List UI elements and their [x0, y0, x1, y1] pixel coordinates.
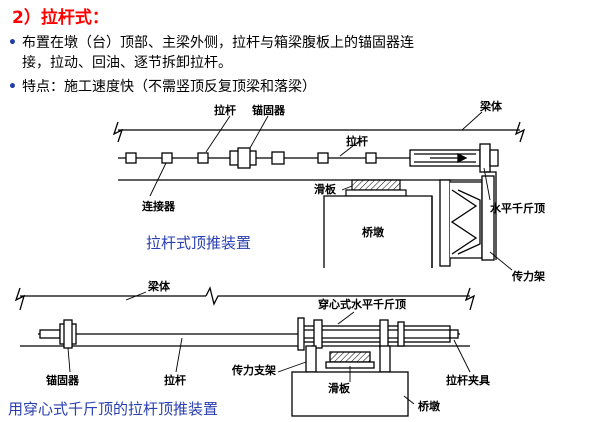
diagram1-pier: [323, 195, 433, 268]
label-force-support: 传力支架: [231, 363, 276, 377]
bullet-2: •特点：施工速度快（不需竖顶反复顶梁和落梁）: [8, 79, 316, 95]
bullet-1: •布置在墩（台）顶部、主梁外侧，拉杆与箱梁腹板上的锚固器连: [8, 35, 414, 51]
diagram1-slide-plate: [345, 179, 407, 197]
label-tie-rod-2: 拉杆: [164, 373, 186, 387]
diagram1-force-frame: [439, 171, 497, 267]
label-connector: 连接器: [142, 199, 176, 213]
diagram2-leaders: [67, 291, 471, 405]
label-pier-1: 桥墩: [362, 225, 385, 239]
diagram1-leaders: [149, 111, 513, 271]
label-horizontal-jack: 水平千斤顶: [490, 201, 545, 215]
label-anchor-top: 锚固器: [252, 103, 286, 117]
label-slide-plate-2: 滑板: [328, 381, 351, 395]
label-pier-2: 桥墩: [418, 399, 441, 413]
caption-diagram2: 用穿心式千斤顶的拉杆顶推装置: [8, 400, 219, 418]
section-title: 2）拉杆式：: [12, 8, 109, 28]
diagram1-tie-rod: [118, 147, 420, 169]
label-beam-body-1: 梁体: [479, 99, 503, 113]
label-tie-rod-top: 拉杆: [214, 103, 236, 117]
diagram2-jack: [297, 317, 459, 351]
diagram1-beam: [112, 121, 526, 181]
label-force-frame: 传力架: [511, 269, 545, 283]
label-beam-body-2: 梁体: [147, 279, 171, 293]
label-center-hole-jack: 穿心式水平千斤顶: [318, 297, 406, 311]
caption-diagram1: 拉杆式顶推装置: [146, 234, 252, 252]
label-tie-rod-mid: 拉杆: [346, 134, 368, 148]
bullet-dot-icon: •: [8, 35, 17, 51]
label-anchor-2: 锚固器: [46, 373, 80, 387]
bullet-dot-icon: •: [8, 79, 17, 95]
bullet-1-cont: 接，拉动、回油、逐节拆卸拉杆。: [22, 55, 232, 71]
label-slide-plate-1: 滑板: [314, 182, 337, 196]
diagram1-horizontal-jack: [409, 143, 499, 173]
label-rod-clamp: 拉杆夹具: [446, 373, 490, 387]
